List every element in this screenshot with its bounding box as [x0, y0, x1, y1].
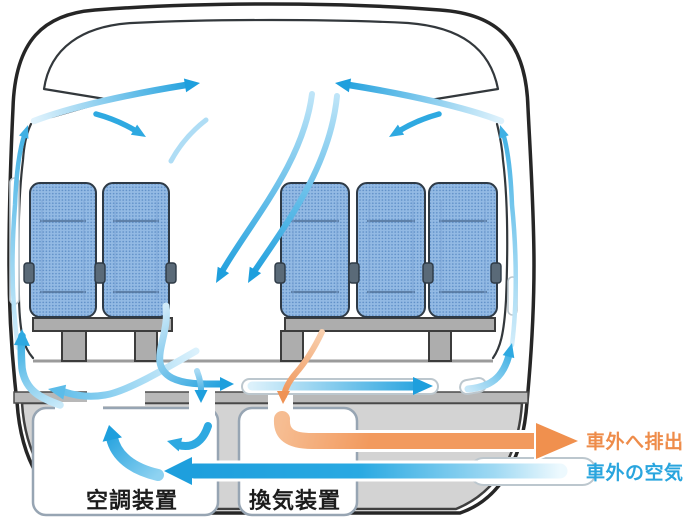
- hvac-output-arrow: [102, 425, 164, 481]
- floor-to-wall-arrow-right: [464, 343, 515, 393]
- inner-wall-right: [491, 122, 509, 360]
- ceiling-airflow-left: [30, 78, 200, 137]
- seat: [356, 182, 426, 318]
- center-cascade-arrows: [168, 91, 340, 283]
- seat-bench-right: [280, 317, 496, 362]
- seat: [280, 182, 350, 318]
- hvac-unit-label: 空調装置: [86, 488, 178, 513]
- aisle-return-arrow: [156, 302, 234, 391]
- intake-flow-label: 車外の空気: [586, 461, 684, 484]
- return-into-hvac-arrow: [194, 368, 208, 403]
- wall-channel-flow-right: [499, 125, 518, 348]
- passenger-seats: [23, 182, 502, 318]
- floor-duct-flow-arrow: [247, 377, 433, 395]
- seat: [29, 182, 97, 318]
- intake-flow-arrow: [164, 457, 571, 485]
- underseat-to-wall-arrow-left: [48, 347, 200, 400]
- stale-air-down-arrow: [277, 329, 325, 404]
- seat: [102, 182, 170, 318]
- vent-unit-label: 換気装置: [249, 488, 341, 513]
- ceiling-duct-lips: [42, 18, 500, 119]
- seat: [428, 182, 498, 318]
- wall-channel-flow-left: [10, 125, 29, 351]
- hvac-intake-swirl-arrow: [167, 422, 212, 452]
- exhaust-flow-arrow: [270, 408, 584, 463]
- armrests: [23, 262, 502, 284]
- exhaust-flow-label: 車外へ排出: [586, 430, 684, 453]
- airflow-arrows: [10, 78, 584, 485]
- wall-base-up-arrow-left: [14, 329, 64, 409]
- seat-bench-left: [32, 317, 173, 362]
- ceiling-airflow-right: [335, 78, 505, 137]
